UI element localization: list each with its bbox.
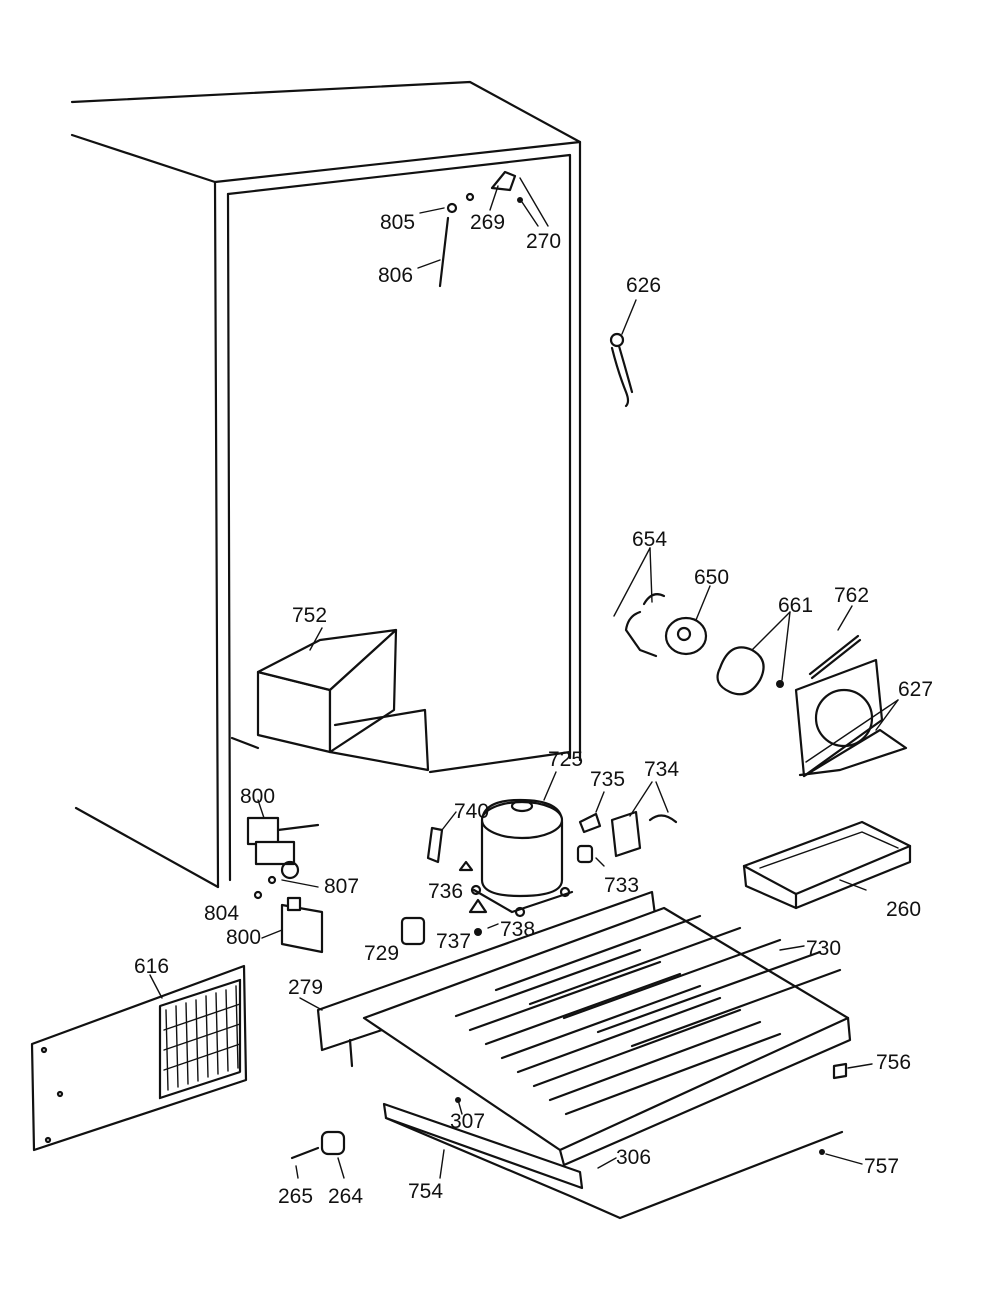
condenser-730-and-base	[299, 890, 852, 1167]
relay-overload-parts	[576, 781, 678, 867]
drain-hose-626	[609, 299, 637, 408]
part-label-264: 264	[328, 1185, 363, 1208]
grommet-parts	[458, 860, 499, 936]
part-label-735: 735	[590, 768, 625, 791]
refrigerator-cabinet	[70, 80, 582, 889]
part-label-307: 307	[450, 1110, 485, 1133]
part-label-806: 806	[378, 264, 413, 287]
drain-pan-260	[742, 820, 912, 910]
part-label-733: 733	[604, 874, 639, 897]
compressor-725	[470, 771, 574, 918]
part-label-752: 752	[292, 604, 327, 627]
part-label-306: 306	[616, 1146, 651, 1169]
part-label-804: 804	[204, 902, 239, 925]
part-label-807: 807	[324, 875, 359, 898]
part-label-269: 269	[470, 211, 505, 234]
part-label-754: 754	[408, 1180, 443, 1203]
part-label-616: 616	[134, 955, 169, 978]
part-label-729: 729	[364, 942, 399, 965]
front-rail-754	[382, 1097, 844, 1220]
water-valve-800	[246, 799, 320, 900]
part-label-740: 740	[454, 800, 489, 823]
grille-mesh	[163, 985, 241, 1091]
part-label-800b: 800	[226, 926, 261, 949]
condenser-coils	[454, 914, 842, 1116]
fan-shroud-627	[794, 605, 908, 778]
part-label-270: 270	[526, 230, 561, 253]
part-label-805: 805	[380, 211, 415, 234]
part-label-279: 279	[288, 976, 323, 999]
screw-and-roller-265-264	[290, 1130, 346, 1179]
part-label-736: 736	[428, 880, 463, 903]
part-label-730: 730	[806, 937, 841, 960]
part-label-737: 737	[436, 930, 471, 953]
part-label-756: 756	[876, 1051, 911, 1074]
defrost-tube-parts	[417, 170, 549, 288]
valve-bracket-800	[261, 896, 324, 954]
part-label-265: 265	[278, 1185, 313, 1208]
screws-756-757	[819, 1062, 873, 1165]
clip-740	[426, 811, 457, 864]
toe-grille-616	[30, 964, 248, 1152]
air-duct-752	[256, 627, 430, 772]
part-label-734: 734	[644, 758, 679, 781]
part-label-654: 654	[632, 528, 667, 551]
part-label-260: 260	[886, 898, 921, 921]
part-label-627: 627	[898, 678, 933, 701]
part-labels: 805 806 269 270 626 654 650 661 762 627 …	[134, 211, 933, 1208]
capacitor-729	[400, 916, 426, 946]
condenser-fan-motor-parts	[613, 547, 791, 696]
part-label-725: 725	[548, 748, 583, 771]
part-label-661: 661	[778, 594, 813, 617]
part-label-800a: 800	[240, 785, 275, 808]
part-label-626: 626	[626, 274, 661, 297]
part-label-757: 757	[864, 1155, 899, 1178]
part-label-762: 762	[834, 584, 869, 607]
part-label-738: 738	[500, 918, 535, 941]
part-label-650: 650	[694, 566, 729, 589]
